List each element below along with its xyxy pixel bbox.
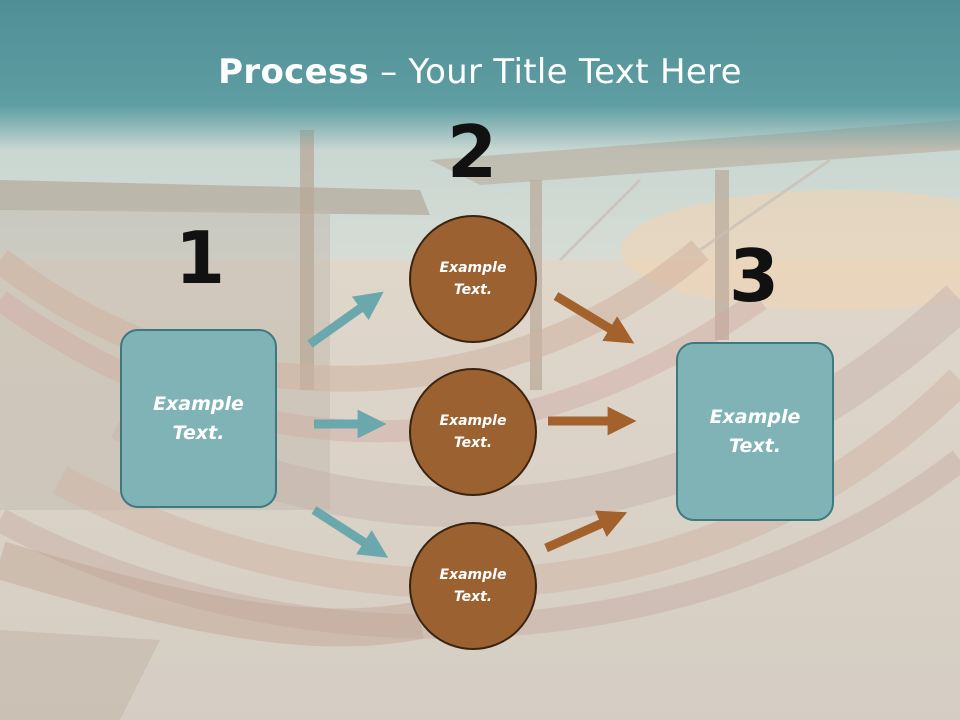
step-number-3: 3 xyxy=(728,234,780,318)
teal-arrows xyxy=(307,291,389,558)
step-3-box: Example Text. xyxy=(676,342,834,521)
arrow-to-top-circle xyxy=(307,291,384,348)
slide-title: Process – Your Title Text Here xyxy=(0,52,960,92)
title-rest: – Your Title Text Here xyxy=(369,52,742,92)
step-3-label: Example Text. xyxy=(709,406,801,457)
arrow-from-top-circle xyxy=(553,292,635,344)
title-bar xyxy=(0,0,960,150)
middle-circle-middle-label: Example Text. xyxy=(439,412,507,451)
arrow-to-bottom-circle xyxy=(311,506,389,558)
middle-circle-bottom: Example Text. xyxy=(409,522,537,650)
step-1-label: Example Text. xyxy=(153,393,244,444)
arrow-from-bottom-circle xyxy=(544,510,628,553)
middle-circle-top-label: Example Text. xyxy=(439,259,507,298)
middle-circle-bottom-label: Example Text. xyxy=(439,566,507,605)
step-1-box: Example Text. xyxy=(120,329,277,508)
step-number-1: 1 xyxy=(174,216,226,300)
brown-arrows xyxy=(544,292,637,553)
middle-circle-middle: Example Text. xyxy=(409,368,537,496)
step-number-2: 2 xyxy=(446,110,498,194)
middle-circle-top: Example Text. xyxy=(409,215,537,343)
title-bold: Process xyxy=(218,52,370,92)
